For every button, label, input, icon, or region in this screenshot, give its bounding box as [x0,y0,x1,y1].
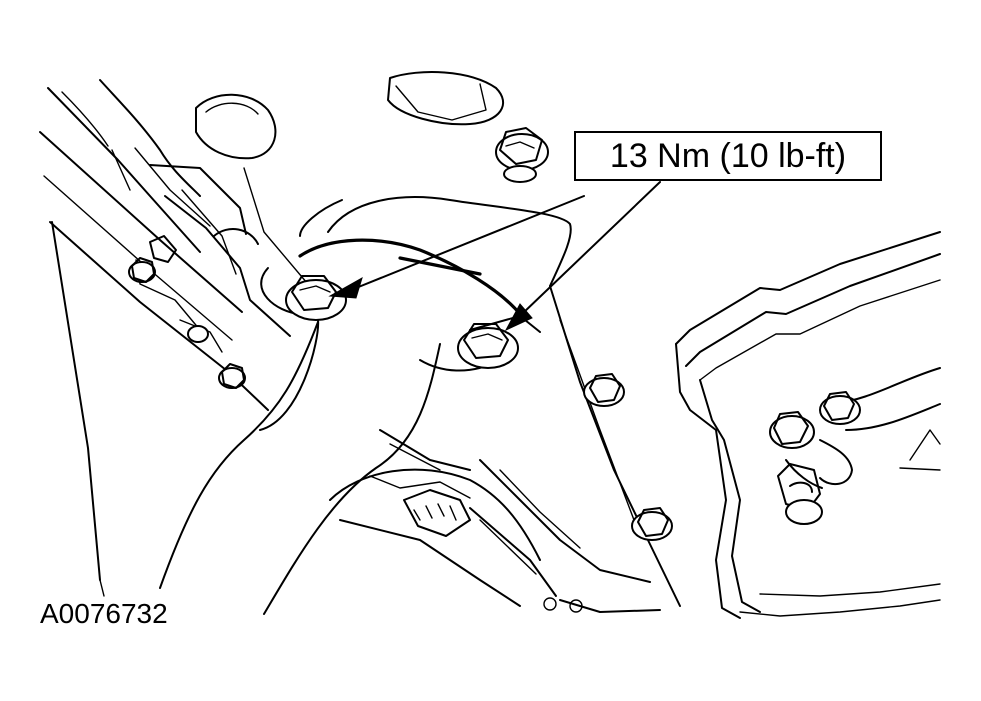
bolt-icon [631,507,673,541]
torque-label: 13 Nm (10 lb-ft) [609,136,847,175]
bolt-icon [583,373,625,407]
bolt-icon [128,257,156,283]
bolt-icon [149,235,177,263]
bolt-icon [218,363,246,389]
engine-block-lower [329,285,681,613]
exhaust-pipe [159,196,572,615]
engine-block-left [39,79,319,597]
figure-id-label: A0076732 [40,598,168,629]
sensor-connector [769,391,861,525]
arrow-icon [504,181,661,332]
torque-callout-box: 13 Nm (10 lb-ft) [574,131,882,181]
bolt-icon [285,275,347,321]
bolt-icon [187,325,209,343]
bolt-icon [457,323,519,369]
engine-top-ports [195,71,505,245]
bolt-icon [495,127,549,183]
oil-pan-cover [675,231,941,619]
arrow-icon [328,195,585,299]
